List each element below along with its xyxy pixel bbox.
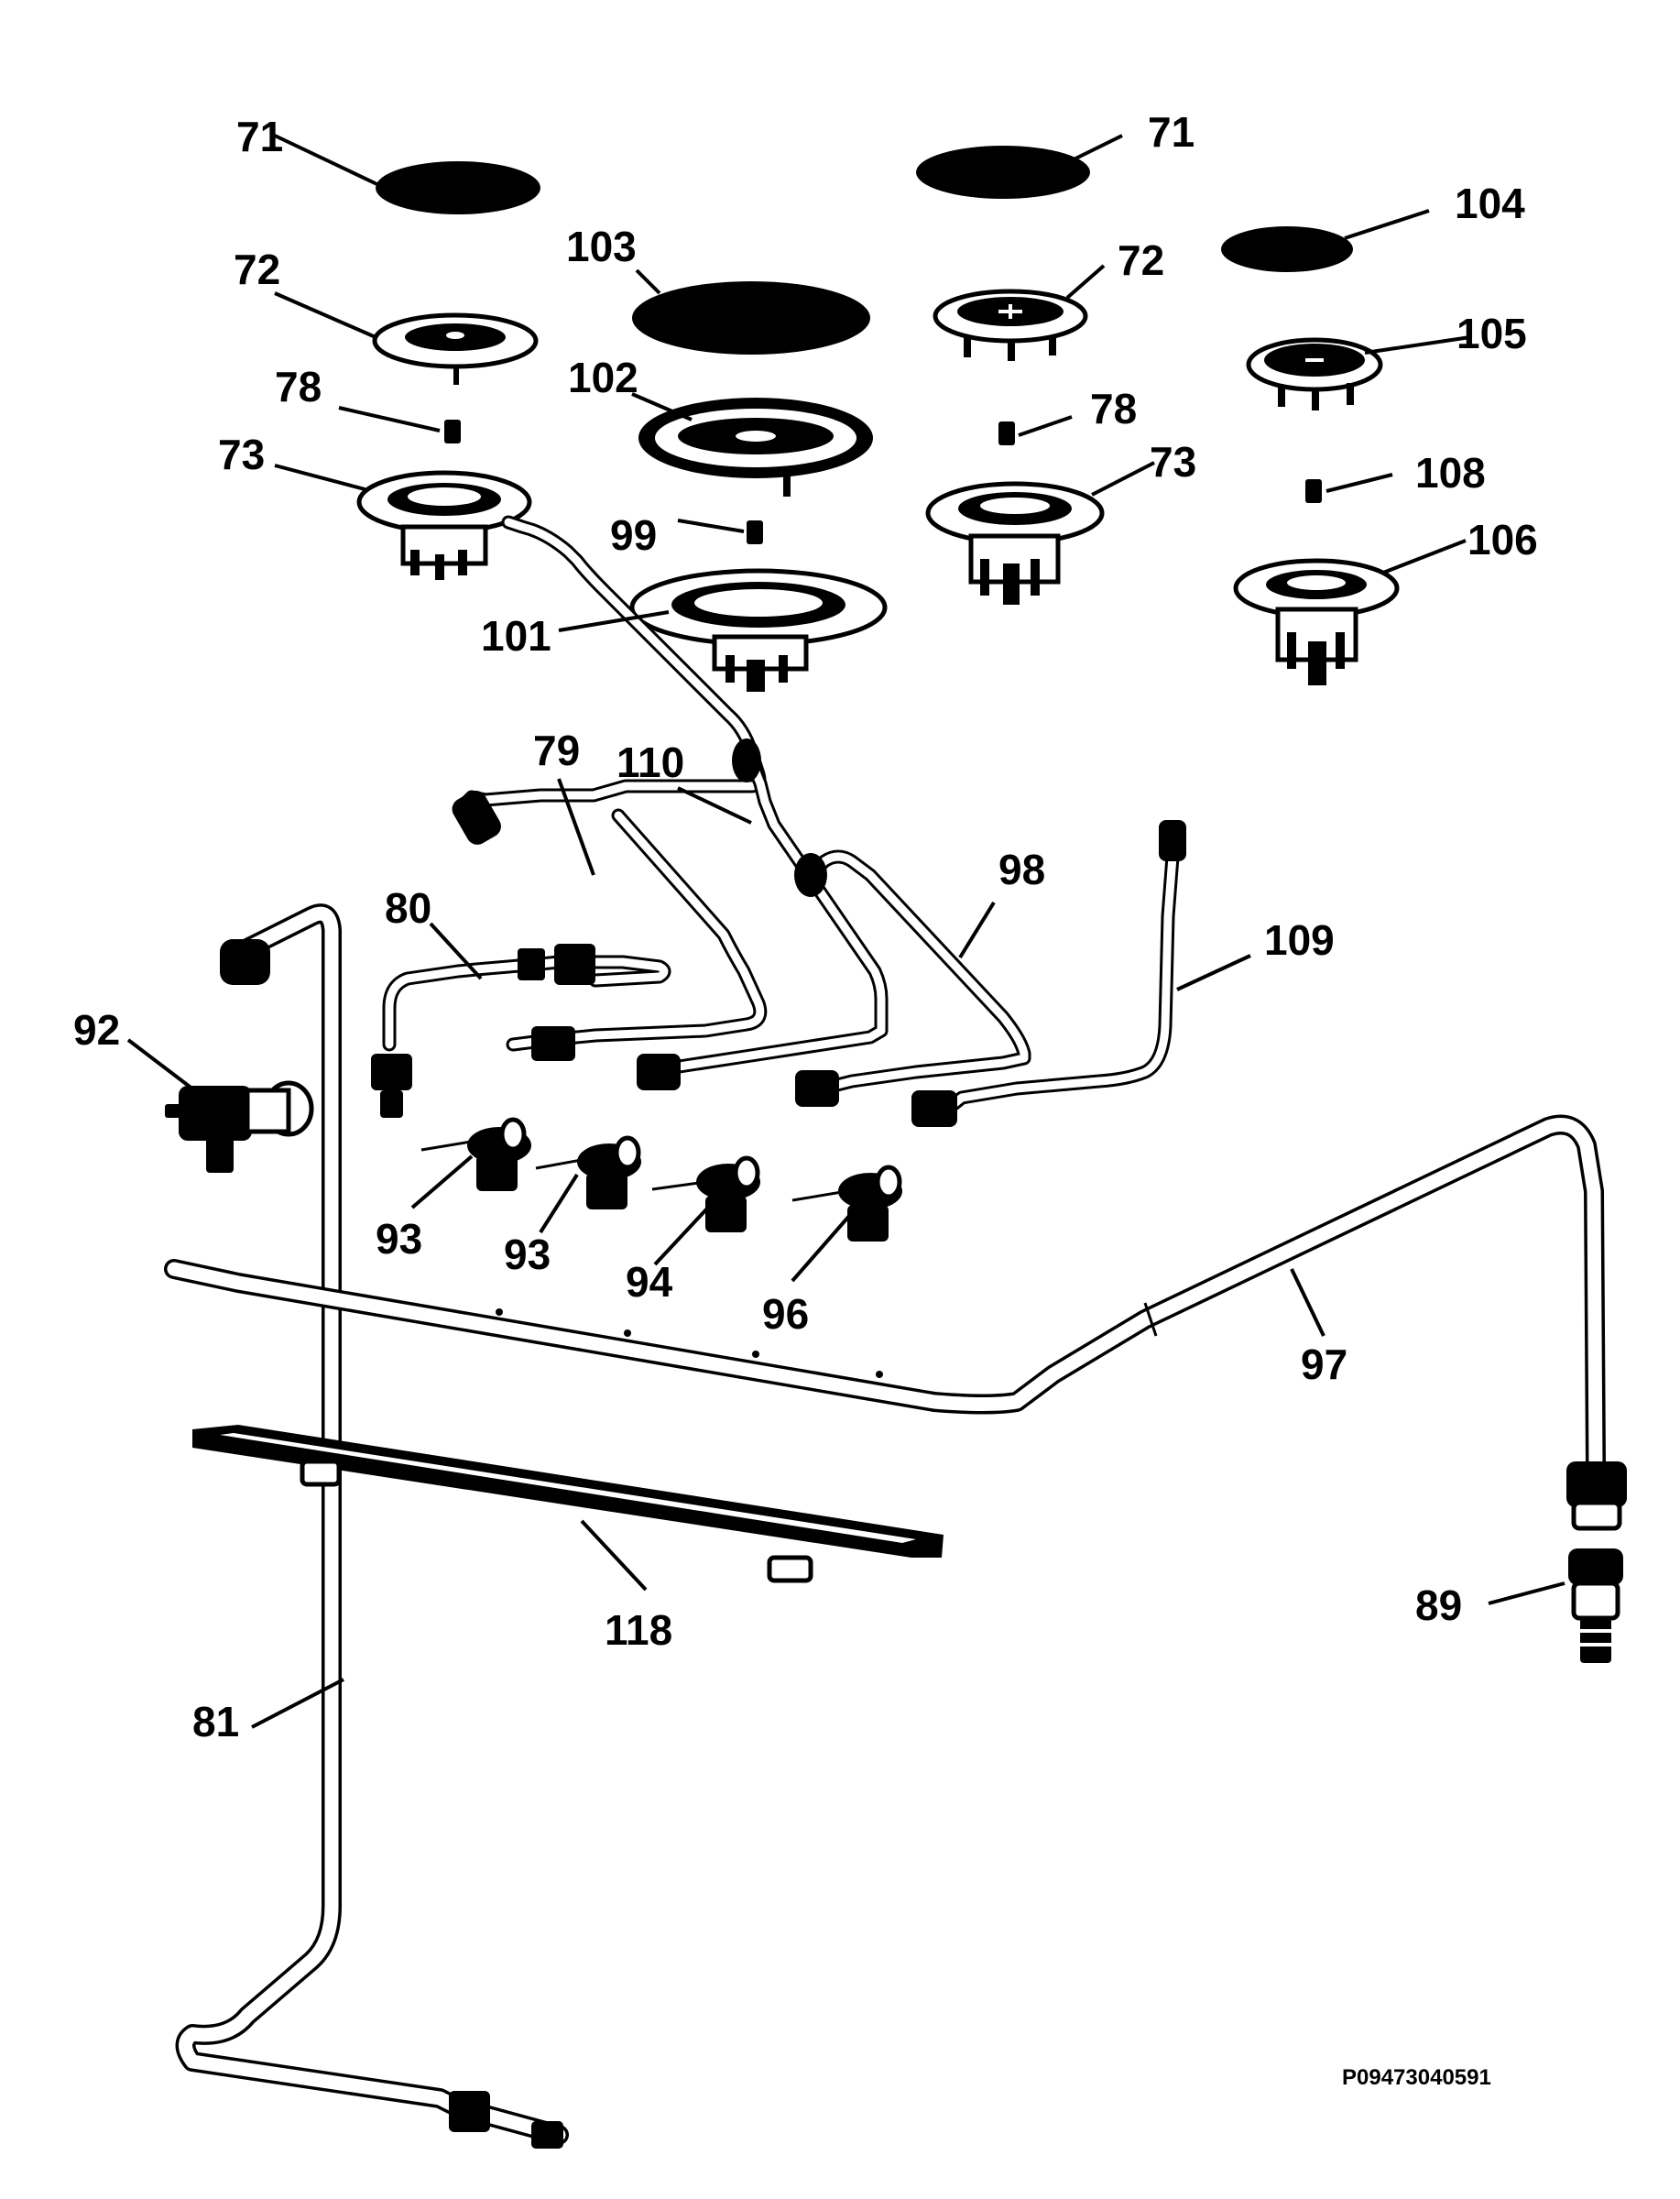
part-label-103: 103 (566, 223, 637, 270)
part-label-73-right: 73 (1150, 438, 1196, 486)
gas-pipe-81 (175, 903, 569, 2149)
injector-78-right (998, 421, 1015, 445)
part-label-78-left: 78 (275, 363, 322, 410)
part-label-71-left: 71 (236, 113, 283, 160)
part-label-109: 109 (1264, 916, 1335, 964)
part-label-108: 108 (1415, 449, 1486, 497)
part-label-93-right: 93 (504, 1231, 551, 1278)
diagram-reference-code: P09473040591 (1342, 2065, 1491, 2090)
injector-78-left (444, 420, 461, 443)
burner-crown-72-right (933, 289, 1088, 361)
burner-cap-103 (632, 281, 870, 355)
burner-body-73-right (925, 481, 1105, 605)
part-label-106: 106 (1467, 516, 1538, 563)
burner-cap-104 (1221, 226, 1353, 272)
burner-crown-105 (1246, 337, 1383, 410)
gas-pipe-79 (452, 515, 768, 1061)
mounting-bracket-118 (192, 1425, 944, 1583)
part-label-94: 94 (626, 1258, 673, 1306)
part-label-78-right: 78 (1090, 385, 1137, 432)
part-label-92: 92 (73, 1006, 120, 1054)
part-label-71-right: 71 (1148, 108, 1195, 156)
part-label-105: 105 (1456, 310, 1527, 357)
part-label-79: 79 (533, 727, 580, 774)
part-label-104: 104 (1455, 180, 1525, 227)
burner-cap-71-right (916, 146, 1090, 199)
part-label-96: 96 (762, 1290, 809, 1338)
gas-tap-93-right (535, 1135, 641, 1209)
hose-fitting-89 (1568, 1548, 1623, 1663)
burner-crown-72-left (372, 312, 539, 385)
burner-body-73-left (356, 470, 532, 580)
gas-pipe-97 (164, 1114, 1627, 1531)
part-label-118: 118 (605, 1606, 672, 1654)
gas-pipe-109 (911, 820, 1186, 1127)
injector-108 (1305, 479, 1322, 503)
part-label-72-right: 72 (1118, 236, 1164, 284)
part-label-72-left: 72 (234, 246, 280, 293)
part-label-80: 80 (385, 884, 431, 932)
part-label-81: 81 (192, 1698, 239, 1745)
gas-tap-96 (791, 1165, 902, 1242)
part-labels: 71 71 104 103 72 72 105 78 102 78 73 73 … (73, 108, 1538, 1745)
part-label-97: 97 (1301, 1340, 1347, 1388)
injector-99 (747, 520, 763, 544)
thermocouple-valve-92 (165, 1080, 314, 1173)
burner-body-106 (1233, 558, 1400, 685)
gas-tap-93-left (420, 1117, 531, 1191)
part-label-99: 99 (610, 511, 657, 559)
leader-lines (126, 134, 1565, 1729)
part-label-93-left: 93 (376, 1215, 422, 1263)
gas-pipe-98 (794, 849, 1031, 1107)
part-label-101: 101 (481, 612, 551, 660)
burner-body-101 (629, 568, 888, 692)
gas-pipe-110 (637, 738, 889, 1090)
burner-crown-102 (638, 398, 873, 497)
gas-tap-94 (651, 1155, 760, 1232)
part-label-98: 98 (998, 846, 1045, 893)
part-label-110: 110 (616, 738, 684, 786)
burner-cap-71-left (376, 161, 540, 214)
part-label-102: 102 (568, 354, 638, 401)
part-label-73-left: 73 (218, 431, 265, 478)
part-label-89: 89 (1415, 1581, 1462, 1629)
gas-pipe-80 (371, 944, 671, 1118)
